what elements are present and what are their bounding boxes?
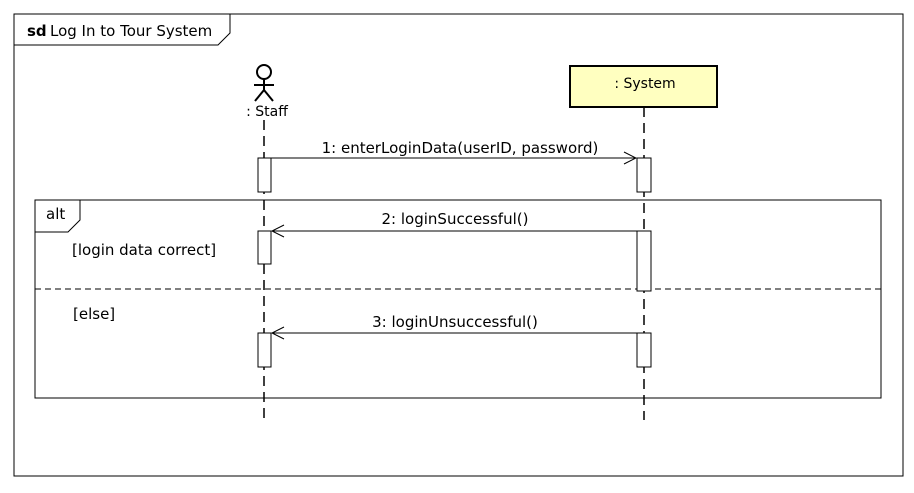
message-1-arrow	[271, 151, 638, 165]
message-2-label: 2: loginSuccessful()	[382, 210, 529, 228]
system-lifeline-label: : System	[614, 76, 675, 92]
staff-activation-3	[257, 332, 272, 368]
staff-activation-2	[257, 230, 272, 265]
diagram-frame	[13, 13, 904, 477]
alt-fragment	[34, 199, 882, 399]
message-3-arrow	[270, 326, 637, 340]
message-1-label: 1: enterLoginData(userID, password)	[322, 139, 599, 157]
message-3-label: 3: loginUnsuccessful()	[372, 313, 538, 331]
system-activation-2	[636, 230, 652, 292]
system-activation-3	[636, 332, 652, 368]
actor-stick-figure-icon	[254, 64, 274, 102]
alt-operator-label: alt	[46, 205, 65, 223]
staff-activation-1	[257, 157, 272, 193]
alt-fragment-tab	[35, 200, 81, 233]
system-activation-1	[636, 157, 652, 193]
guard-login-data-correct: [login data correct]	[72, 241, 216, 259]
message-2-arrow	[270, 224, 637, 238]
diagram-title: Log In to Tour System	[50, 22, 212, 40]
guard-else: [else]	[73, 305, 115, 323]
staff-lifeline-label: : Staff	[246, 104, 288, 120]
diagram-frame-tab	[14, 14, 231, 46]
diagram-frame-keyword: sd	[27, 22, 47, 40]
system-object-box	[569, 65, 718, 108]
